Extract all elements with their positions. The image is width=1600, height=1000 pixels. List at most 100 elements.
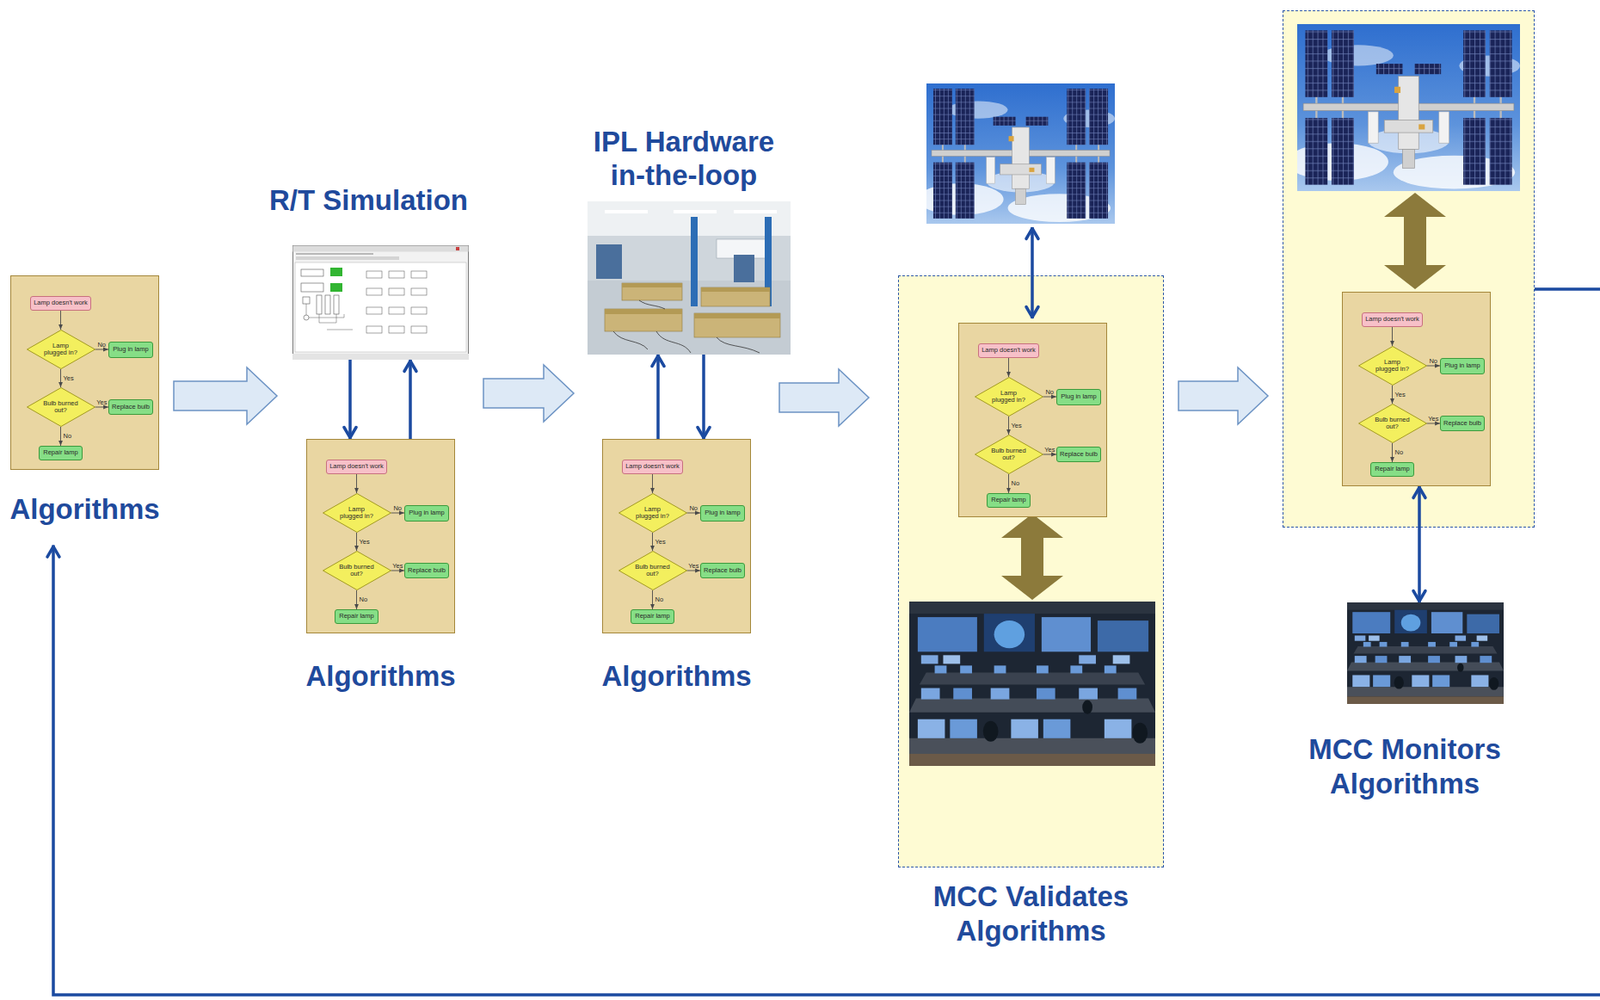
algorithm-box: Lamp doesn't workLamp plugged in? Plug in…	[958, 322, 1108, 517]
connector	[1427, 365, 1441, 367]
diamond-outline	[1358, 346, 1427, 386]
diamond-outline	[618, 551, 687, 591]
box-label: Lamp plugged in?	[990, 389, 1028, 405]
box-label: Bulb burned out?	[990, 447, 1028, 462]
connector	[391, 570, 406, 572]
box-label: Plug in lamp	[1444, 362, 1480, 370]
connector	[1391, 326, 1393, 346]
edge-label: Yes	[655, 538, 666, 546]
connector	[652, 532, 653, 551]
edge-label: Yes	[1427, 415, 1439, 423]
box-label: Bulb burned out?	[1373, 416, 1412, 431]
stage-heading: IPL Hardware in-the-loop	[580, 124, 788, 193]
stage-arrow	[779, 369, 869, 426]
box-label: Lamp doesn't work	[1365, 315, 1420, 323]
diamond-outline	[322, 493, 391, 533]
process-box: Plug in lamp	[1440, 357, 1485, 375]
box-label: Repair lamp	[990, 496, 1026, 504]
edge-label: No	[97, 341, 106, 349]
box-label: Lamp doesn't work	[625, 462, 680, 470]
diamond-outline	[618, 493, 687, 533]
dashed-region: Lamp doesn't workLamp plugged in? Plug in…	[898, 275, 1164, 868]
edge-label: Yes	[359, 538, 370, 546]
diamond-outline	[26, 330, 95, 370]
photo-illustrations	[292, 24, 1520, 766]
edge-label: No	[1011, 480, 1021, 487]
start-box: Lamp doesn't work	[326, 459, 388, 474]
process-box: Repair lamp	[38, 445, 83, 461]
connector	[1008, 416, 1010, 435]
process-box: Plug in lamp	[1056, 388, 1102, 406]
stage-heading: Algorithms	[601, 658, 751, 694]
start-box: Lamp doesn't work	[978, 343, 1040, 358]
flow-arrow	[348, 359, 352, 439]
process-box: Plug in lamp	[108, 341, 154, 358]
box-label: Lamp doesn't work	[981, 346, 1036, 354]
flow-arrow	[408, 359, 413, 439]
decision-diamond: Lamp plugged in?	[26, 329, 96, 370]
connector	[356, 532, 357, 551]
diamond-outline	[974, 435, 1043, 474]
edge-label: Yes	[1011, 422, 1022, 430]
region-fill	[898, 10, 1535, 868]
control-room-photo	[1347, 602, 1504, 704]
flow-arrow	[53, 289, 1600, 995]
connector	[356, 473, 357, 493]
stage-arrow	[1178, 367, 1268, 425]
connector	[1427, 423, 1441, 425]
thick-double-arrow	[1384, 192, 1447, 290]
start-box: Lamp doesn't work	[30, 295, 92, 311]
edge-label: Yes	[1044, 446, 1055, 454]
process-box: Replace bulb	[108, 399, 154, 415]
box-label: Bulb burned out?	[633, 563, 672, 579]
process-box: Repair lamp	[334, 609, 379, 624]
connector	[95, 349, 110, 351]
stage-heading: Algorithms	[305, 658, 456, 694]
start-box: Lamp doesn't work	[1361, 312, 1423, 327]
process-box: Plug in lamp	[404, 504, 450, 522]
process-box: Repair lamp	[1370, 461, 1415, 477]
box-label: Lamp doesn't work	[33, 299, 88, 307]
diamond-outline	[26, 387, 95, 427]
edge-label: No	[1428, 357, 1438, 365]
stage-heading: Algorithms	[9, 492, 160, 527]
algorithm-box: Lamp doesn't workLamp plugged in? Plug in…	[306, 438, 456, 634]
box-label: Replace bulb	[1059, 450, 1098, 458]
algorithm-box: Lamp doesn't workLamp plugged in?Plug in…	[602, 438, 751, 634]
dashed-region: Lamp doesn't workLamp plugged in?Plug in…	[1282, 10, 1535, 528]
connector	[1008, 357, 1010, 377]
decision-diamond: Bulb burned out?	[1358, 403, 1428, 444]
edge-label: No	[63, 432, 73, 440]
box-label: Bulb burned out?	[338, 563, 376, 579]
edge-label: No	[1395, 449, 1404, 456]
box-label: Repair lamp	[338, 612, 374, 620]
simulation-screenshot	[292, 246, 469, 361]
link-double-arrow	[1032, 227, 1034, 319]
box-label: Plug in lamp	[1060, 393, 1096, 400]
edge-label: Yes	[1395, 391, 1406, 399]
flow-arrow	[1417, 486, 1422, 603]
stage-arrow	[173, 367, 277, 425]
box-label: Plug in lamp	[704, 509, 740, 517]
box-label: Replace bulb	[1443, 419, 1482, 427]
box-label: Plug in lamp	[112, 345, 148, 353]
decision-diamond: Bulb burned out?	[322, 550, 392, 591]
decision-diamond: Bulb burned out?	[618, 550, 688, 591]
box-label: Lamp plugged in?	[338, 505, 376, 521]
box-label: Bulb burned out?	[42, 400, 80, 415]
diamond-outline	[322, 551, 391, 591]
connector	[60, 310, 62, 330]
edge-label: No	[359, 596, 369, 604]
algorithm-box: Lamp doesn't workLamp plugged in?Plug in…	[1341, 291, 1491, 487]
process-box: Repair lamp	[630, 609, 675, 624]
stage-heading: MCC Monitors Algorithms	[1297, 732, 1513, 800]
process-box: Replace bulb	[1056, 446, 1102, 462]
flow-arrow	[656, 354, 660, 439]
start-box: Lamp doesn't work	[621, 459, 684, 474]
stage-heading: R/T Simulation	[269, 183, 468, 218]
region-fill	[898, 275, 1164, 868]
connector	[60, 369, 62, 388]
connector	[356, 590, 357, 610]
